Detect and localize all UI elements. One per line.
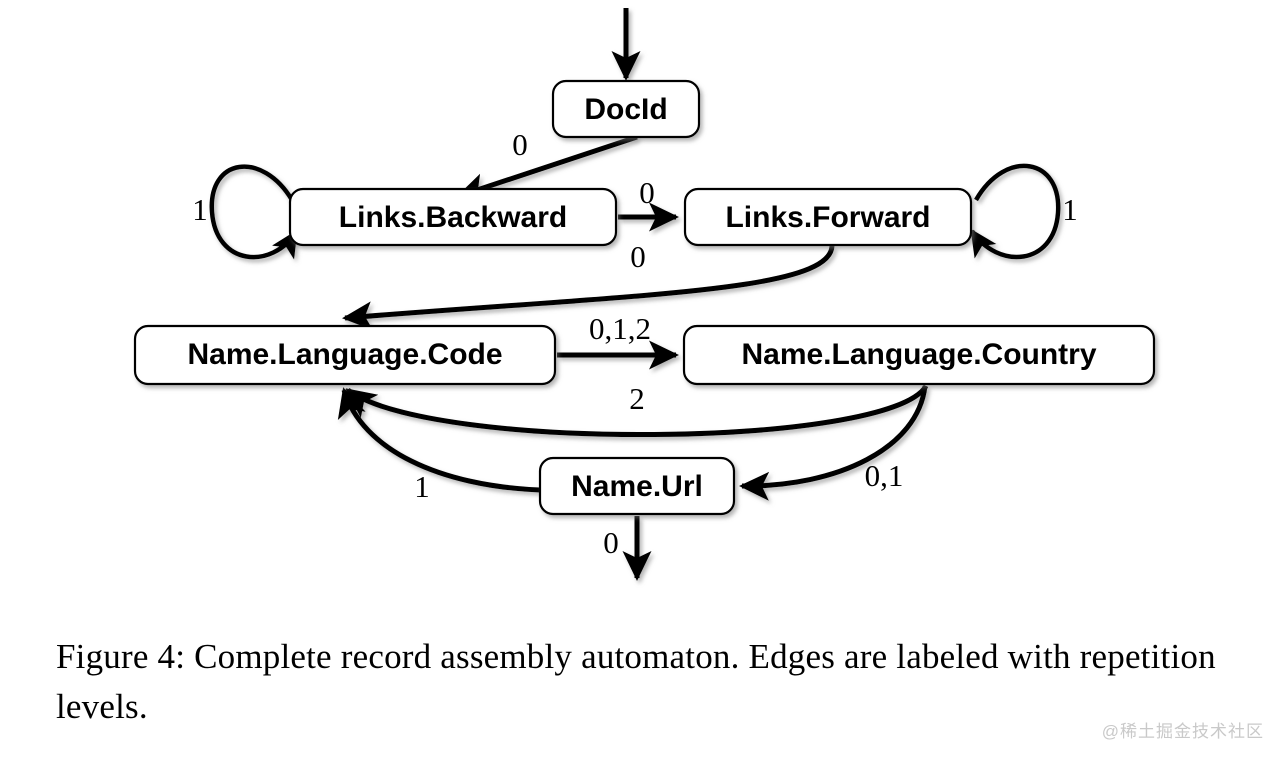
node-links-backward-box[interactable] <box>288 187 618 247</box>
node-docid-box[interactable] <box>551 79 701 139</box>
automaton-diagram: DocId Links.Backward Links.Forward Name.… <box>133 8 1156 581</box>
node-links-backward-label: Links.Backward <box>339 201 567 234</box>
edge-label-backward-self: 1 <box>192 192 208 227</box>
figure-caption: Figure 4: Complete record assembly autom… <box>56 637 1216 726</box>
edge-url-to-code <box>337 387 541 493</box>
node-links-forward-label: Links.Forward <box>725 201 930 234</box>
edge-label-forward-self: 1 <box>1062 192 1078 227</box>
node-name-language-code[interactable]: Name.Language.Code <box>133 324 557 386</box>
node-links-forward-box[interactable] <box>683 187 973 247</box>
node-docid[interactable]: DocId <box>551 79 701 139</box>
node-docid-label: DocId <box>584 93 667 126</box>
edge-label-code-country: 0,1,2 <box>589 311 651 346</box>
node-layer: DocId Links.Backward Links.Forward Name.… <box>133 79 1156 516</box>
node-name-url-label: Name.Url <box>571 470 703 503</box>
watermark: @稀土掘金技术社区 <box>1101 722 1264 741</box>
edge-label-forward-code: 0 <box>630 239 646 274</box>
edge-label-country-code: 2 <box>629 381 645 416</box>
edge-backward-self-loop <box>209 164 298 260</box>
node-links-forward[interactable]: Links.Forward <box>683 187 973 247</box>
node-name-language-code-label: Name.Language.Code <box>187 338 502 371</box>
node-name-language-country-box[interactable] <box>682 324 1156 386</box>
node-name-url-box[interactable] <box>538 456 736 516</box>
node-name-language-code-box[interactable] <box>133 324 557 386</box>
edge-layer <box>209 8 1061 581</box>
node-links-backward[interactable]: Links.Backward <box>288 187 618 247</box>
edge-country-to-url <box>739 385 928 501</box>
edge-label-country-url: 0,1 <box>865 458 904 493</box>
edge-forward-to-code <box>342 245 835 331</box>
edge-label-url-code: 1 <box>414 469 430 504</box>
edge-label-docid-backward: 0 <box>512 127 528 162</box>
node-name-url[interactable]: Name.Url <box>538 456 736 516</box>
edge-country-to-code <box>345 384 929 437</box>
edge-label-layer: 0 1 0 1 0 0,1,2 2 0,1 1 0 <box>192 127 1078 560</box>
edge-forward-self-loop <box>970 163 1061 260</box>
node-name-language-country[interactable]: Name.Language.Country <box>682 324 1156 386</box>
node-name-language-country-label: Name.Language.Country <box>741 338 1096 371</box>
edge-label-backward-forward: 0 <box>639 175 655 210</box>
edge-label-url-end: 0 <box>603 525 619 560</box>
edge-docid-to-backward <box>456 134 638 202</box>
